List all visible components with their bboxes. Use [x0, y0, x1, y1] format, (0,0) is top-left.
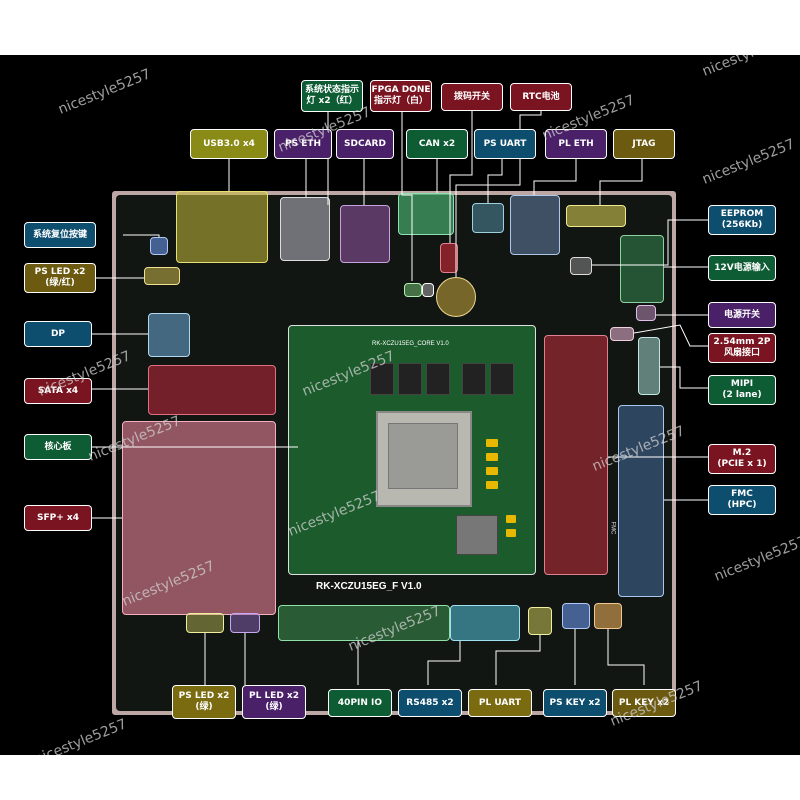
label-fpga-done: FPGA DONE 指示灯（白）	[370, 80, 432, 112]
carrier-board-name: RK-XCZU15EG_F V1.0	[316, 581, 422, 592]
label-eeprom: EEPROM (256Kb)	[708, 205, 776, 235]
cap-5	[506, 515, 516, 523]
leader-lines	[92, 101, 708, 685]
label-ps-key: PS KEY x2	[543, 689, 607, 717]
reset-key-region	[150, 237, 168, 255]
label-ps-uart: PS UART	[474, 129, 536, 159]
label-rtc: RTC电池	[510, 83, 572, 111]
label-dp: DP	[24, 321, 92, 347]
label-usb3: USB3.0 x4	[190, 129, 268, 159]
sfp-region	[122, 421, 276, 615]
power-module	[456, 515, 498, 555]
usb3-region	[176, 191, 268, 263]
jtag-region	[566, 205, 626, 227]
ps-key-region	[562, 603, 590, 629]
pin40-region	[278, 605, 450, 641]
label-mipi: MIPI (2 lane)	[708, 375, 776, 405]
pl-key-region	[594, 603, 622, 629]
label-pl-uart: PL UART	[468, 689, 532, 717]
cap-3	[486, 467, 498, 475]
mipi-region	[638, 337, 660, 395]
label-can: CAN x2	[406, 129, 468, 159]
label-pl-eth: PL ETH	[545, 129, 607, 159]
power-in-region	[620, 235, 664, 303]
label-sdcard: SDCARD	[336, 129, 394, 159]
label-pl-led: PL LED x2 (绿)	[242, 685, 306, 719]
cap-6	[506, 529, 516, 537]
label-ps-eth: PS ETH	[274, 129, 332, 159]
fpga-die	[388, 423, 458, 489]
fan-region	[610, 327, 634, 341]
label-dip-switch: 拨码开关	[441, 83, 503, 111]
label-core-board: 核心板	[24, 434, 92, 460]
sata-region	[148, 365, 276, 415]
can-region	[398, 193, 454, 235]
label-rs485: RS485 x2	[398, 689, 462, 717]
dip-switch-region	[440, 243, 458, 273]
core-board-name: RK-XCZU15EG_CORE V1.0	[372, 341, 449, 347]
dp-region	[148, 313, 190, 357]
rs485-region	[450, 605, 520, 641]
cap-4	[486, 481, 498, 489]
ps-led-bottom-region	[186, 613, 224, 633]
label-m2: M.2 (PCIE x 1)	[708, 444, 776, 474]
label-power-in: 12V电源输入	[708, 255, 776, 281]
sdcard-region	[340, 205, 390, 263]
cap-2	[486, 453, 498, 461]
ddr-chip-2	[398, 363, 422, 395]
label-pl-key: PL KEY x2	[612, 689, 676, 717]
status-led-region	[404, 283, 422, 297]
label-ps-led-bottom: PS LED x2 (绿)	[172, 685, 236, 719]
label-ps-led-top: PS LED x2 (绿/红)	[24, 263, 96, 293]
label-sfp: SFP+ x4	[24, 505, 92, 531]
power-switch-region	[636, 305, 656, 321]
label-status-led: 系统状态指示 灯 x2（红）	[301, 80, 363, 112]
annotated-board-diagram: RK-XCZU15EG_CORE V1.0 RK-XCZU15EG_F V1.0…	[0, 55, 800, 755]
ps-led-top-region	[144, 267, 180, 285]
label-power-switch: 电源开关	[708, 302, 776, 328]
label-jtag: JTAG	[613, 129, 675, 159]
ddr-chip-4	[462, 363, 486, 395]
label-reset-key: 系统复位按键	[24, 222, 96, 248]
ddr-chip-1	[370, 363, 394, 395]
rtc-region	[436, 277, 476, 317]
ddr-chip-3	[426, 363, 450, 395]
ps-eth-region	[280, 197, 330, 261]
ps-uart-region	[472, 203, 504, 233]
m2-region	[544, 335, 608, 575]
pl-uart-region	[528, 607, 552, 635]
label-sata: SATA x4	[24, 378, 92, 404]
pl-led-region	[230, 613, 260, 633]
pl-eth-region	[510, 195, 560, 255]
ddr-chip-5	[490, 363, 514, 395]
label-fmc: FMC (HPC)	[708, 485, 776, 515]
label-fan: 2.54mm 2P 风扇接口	[708, 333, 776, 363]
cap-1	[486, 439, 498, 447]
eeprom-region	[570, 257, 592, 275]
fmc-region	[618, 405, 664, 597]
fpga-done-region	[422, 283, 434, 297]
label-40pin: 40PIN IO	[328, 689, 392, 717]
